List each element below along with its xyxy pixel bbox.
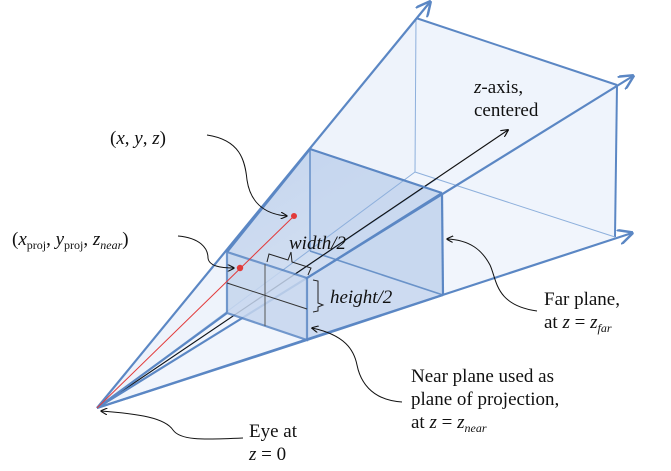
- point-projected-marker: [236, 264, 244, 272]
- far-plane-face: [415, 18, 617, 237]
- box-bottom-right-edge: [306, 293, 444, 342]
- label-near-plane: Near plane used as plane of projection, …: [411, 366, 560, 435]
- far-plane-bottom-edge-hidden: [414, 171, 616, 238]
- point-3d-marker: [291, 213, 297, 219]
- box-top-left-edge: [226, 148, 311, 253]
- box-back-face: [310, 149, 443, 295]
- z-axis-arrow: [96, 130, 508, 409]
- callout-point-proj: [177, 235, 234, 268]
- label-width-half: width/2: [289, 233, 347, 254]
- box-top-back-edge: [309, 147, 443, 195]
- label-eye: Eye at z = 0: [249, 421, 298, 465]
- width-brace: [266, 251, 312, 276]
- label-far-plane: Far plane, at z = zfar: [544, 289, 620, 335]
- view-volume-box: [227, 149, 444, 340]
- box-back-bottom-edge: [309, 250, 444, 296]
- label-z-axis: z-axis, centered: [474, 77, 539, 121]
- near-plane-horizontal-center: [226, 282, 308, 310]
- callout-eye: [101, 411, 244, 440]
- box-top-right-edge: [306, 192, 443, 279]
- far-plane-right-edge: [614, 84, 618, 238]
- box-right-vertical-edge: [440, 192, 445, 296]
- height-brace: [312, 279, 325, 313]
- callout-far-plane: [447, 239, 538, 312]
- ray-bottom-left: [96, 312, 228, 409]
- projection-ray: [96, 215, 295, 409]
- callout-near-plane: [312, 328, 403, 403]
- far-plane-top-edge: [415, 17, 618, 86]
- ray-near-bottom-right: [96, 338, 308, 410]
- label-height-half: height/2: [330, 287, 393, 308]
- label-point-3d: (x, y, z): [110, 128, 166, 149]
- callout-point-3d: [206, 134, 287, 216]
- label-point-projected: (xproj, yproj, znear): [12, 229, 129, 252]
- far-plane-left-edge-hidden: [414, 17, 417, 173]
